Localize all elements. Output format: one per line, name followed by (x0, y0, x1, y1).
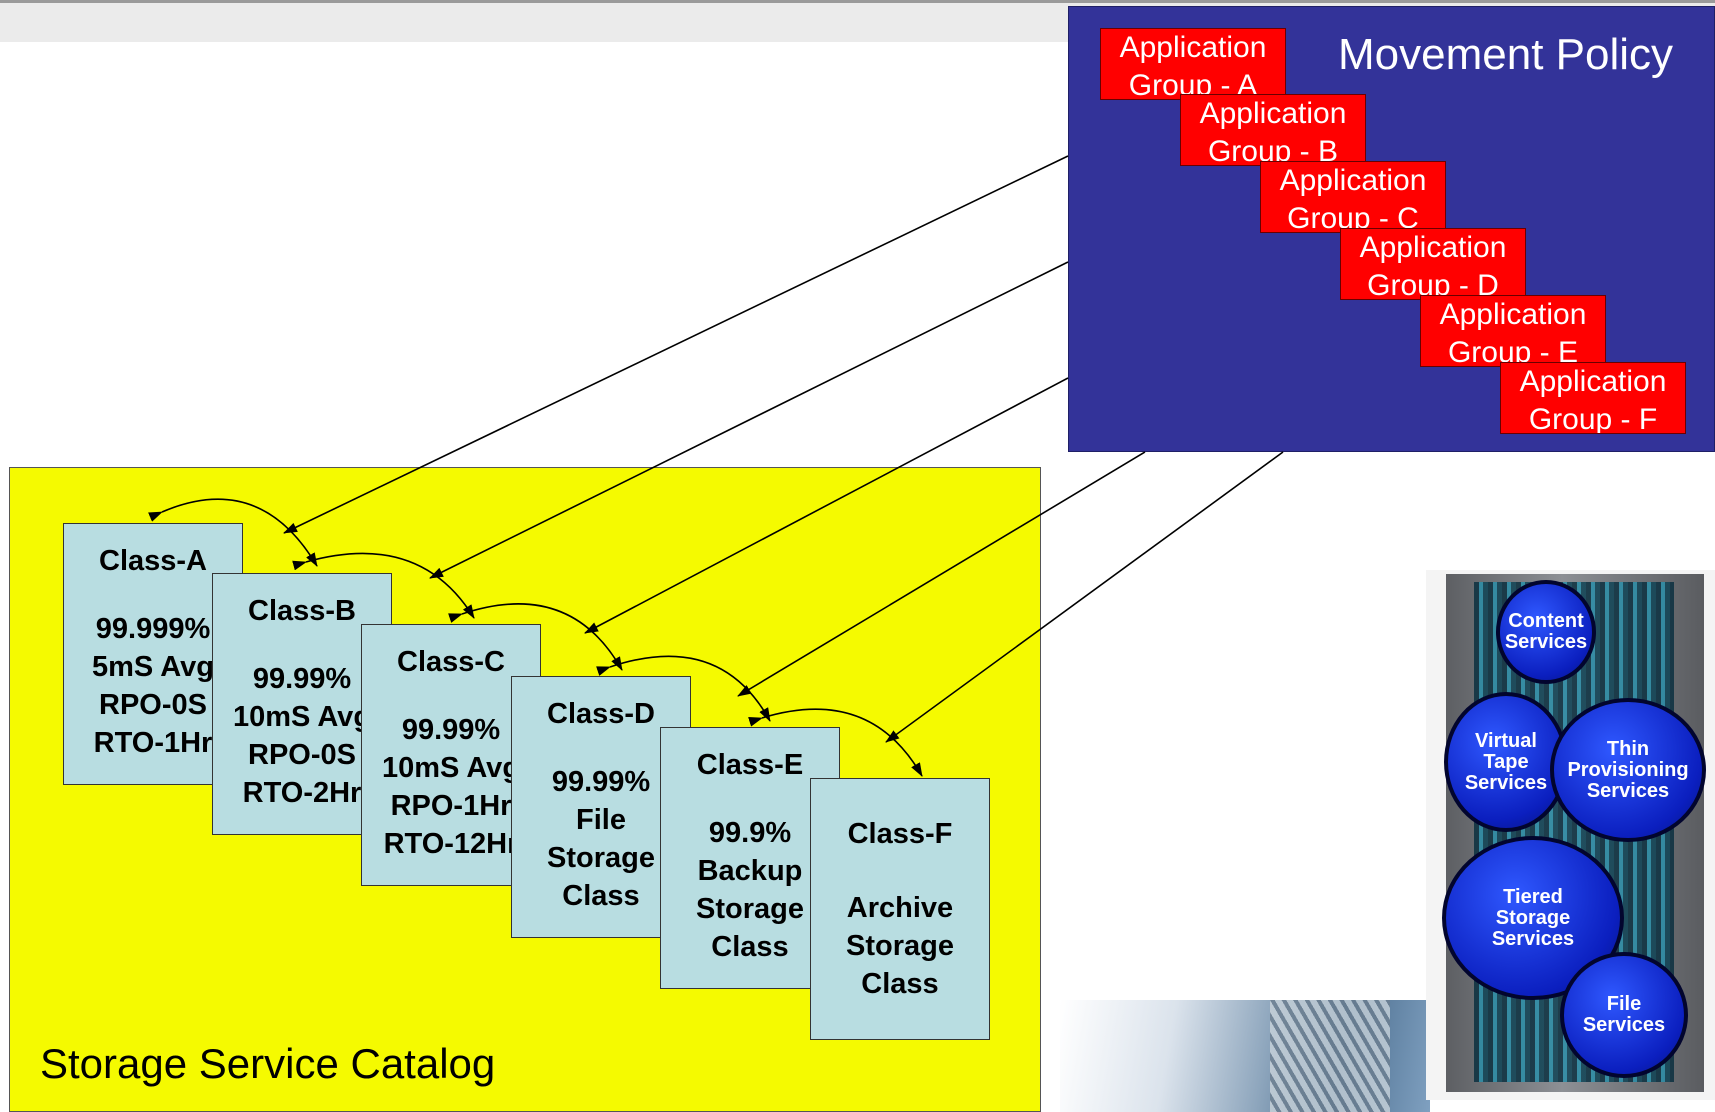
background-photo-detail (1270, 1000, 1390, 1112)
curve-arrow-b-c (306, 553, 474, 618)
curve-arrow-d-e (610, 656, 770, 721)
content-services-bubble: Content Services (1496, 580, 1596, 684)
file-services-bubble: File Services (1560, 952, 1688, 1078)
file-services-label: File Services (1583, 994, 1665, 1036)
arrow-policy-to-class-b (284, 156, 1068, 533)
thin-provisioning-services-bubble: Thin Provisioning Services (1550, 698, 1706, 842)
tiered-storage-services-label: Tiered Storage Services (1492, 887, 1574, 950)
content-services-label: Content Services (1505, 611, 1587, 653)
curve-arrow-e-f (762, 709, 922, 776)
thin-provisioning-services-label: Thin Provisioning Services (1567, 739, 1688, 802)
curve-arrow-a-b (162, 499, 317, 566)
arrow-policy-to-class-d (585, 378, 1068, 633)
curve-arrow-c-d (462, 604, 622, 670)
virtual-tape-services-label: Virtual Tape Services (1465, 731, 1547, 794)
arrow-policy-to-class-e (738, 452, 1145, 696)
arrow-policy-to-class-f (886, 452, 1283, 742)
